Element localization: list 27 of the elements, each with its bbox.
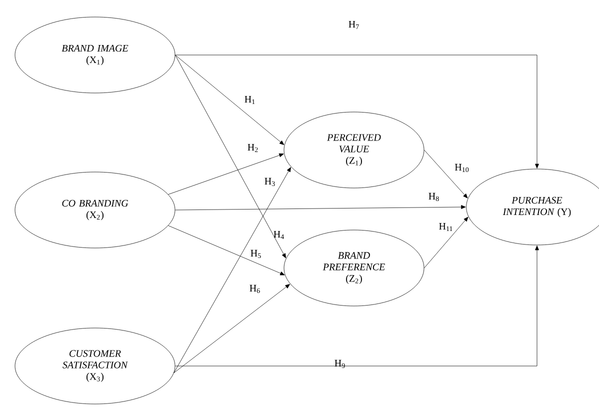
edge-label: H$_{11}$ xyxy=(439,222,452,232)
arrow xyxy=(175,54,286,258)
arrow xyxy=(175,205,466,210)
ellipse-node: BRAND PREFERENCE (Z$_{2}$) xyxy=(284,230,424,306)
edge-label: H$_{7}$ xyxy=(348,20,359,30)
ellipse-node: CUSTOMER SATISFACTION (X$_{3}$) xyxy=(14,328,176,404)
edge-label: H$_{1}$ xyxy=(244,96,255,104)
edge-label: H$_{5}$ xyxy=(250,250,261,258)
arrow xyxy=(175,54,284,145)
edge-label: H$_{3}$ xyxy=(264,178,275,186)
arrow xyxy=(424,216,468,268)
arrow xyxy=(174,284,290,374)
ellipse-node: CO BRANDING (X$_{2}$) xyxy=(14,172,176,248)
edge-label: H$_{2}$ xyxy=(248,144,258,152)
edge-label: H$_{4}$ xyxy=(274,230,284,240)
arrow xyxy=(175,246,539,366)
arrow xyxy=(168,153,284,195)
arrow xyxy=(174,167,291,374)
edge-label: H$_{6}$ xyxy=(250,284,260,294)
ellipse-node: BRAND IMAGE (X$_{1}$) xyxy=(14,16,176,94)
arrow xyxy=(424,150,468,198)
edge-label: H$_{9}$ xyxy=(334,360,345,368)
edge-label: H$_{10}$ xyxy=(454,164,469,172)
arrow xyxy=(168,225,285,276)
ellipse-node: PERCEIVED VALUE (Z$_{1}$) xyxy=(284,112,424,188)
edge-label: H$_{8}$ xyxy=(428,192,439,202)
arrow xyxy=(175,54,539,168)
